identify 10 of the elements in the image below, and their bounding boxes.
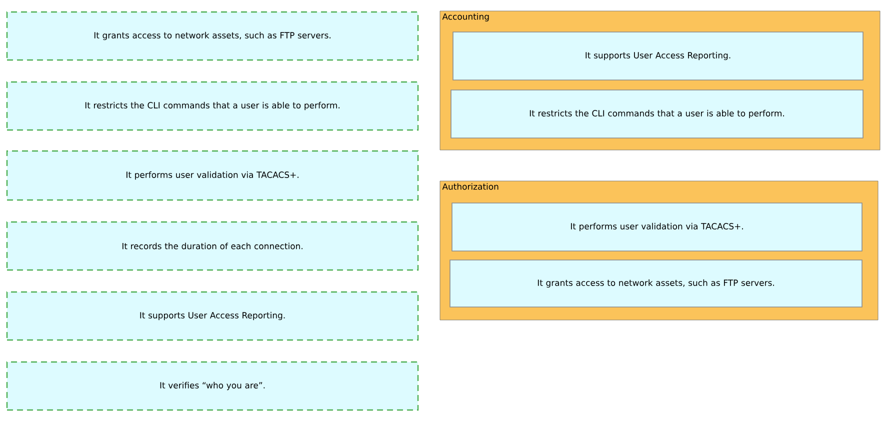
answer-card: It restricts the CLI commands that a user is able to perform.: [450, 90, 864, 138]
answer-card: It performs user validation via TACACS+.: [452, 202, 862, 252]
answer-card: It restricts the CLI commands that a user is able to perform.: [6, 81, 419, 131]
answer-card: It performs user validation via TACACS+.: [6, 150, 419, 201]
answer-card: It grants access to network assets, such as FTP servers.: [6, 11, 419, 61]
answer-card: It supports User Access Reporting.: [452, 32, 864, 80]
answer-card: It verifies “who you are”.: [6, 361, 419, 411]
answer-card: It records the duration of each connection.: [6, 221, 419, 271]
answer-card: It supports User Access Reporting.: [6, 291, 419, 341]
answer-card: It grants access to network assets, such as FTP servers.: [450, 260, 862, 308]
